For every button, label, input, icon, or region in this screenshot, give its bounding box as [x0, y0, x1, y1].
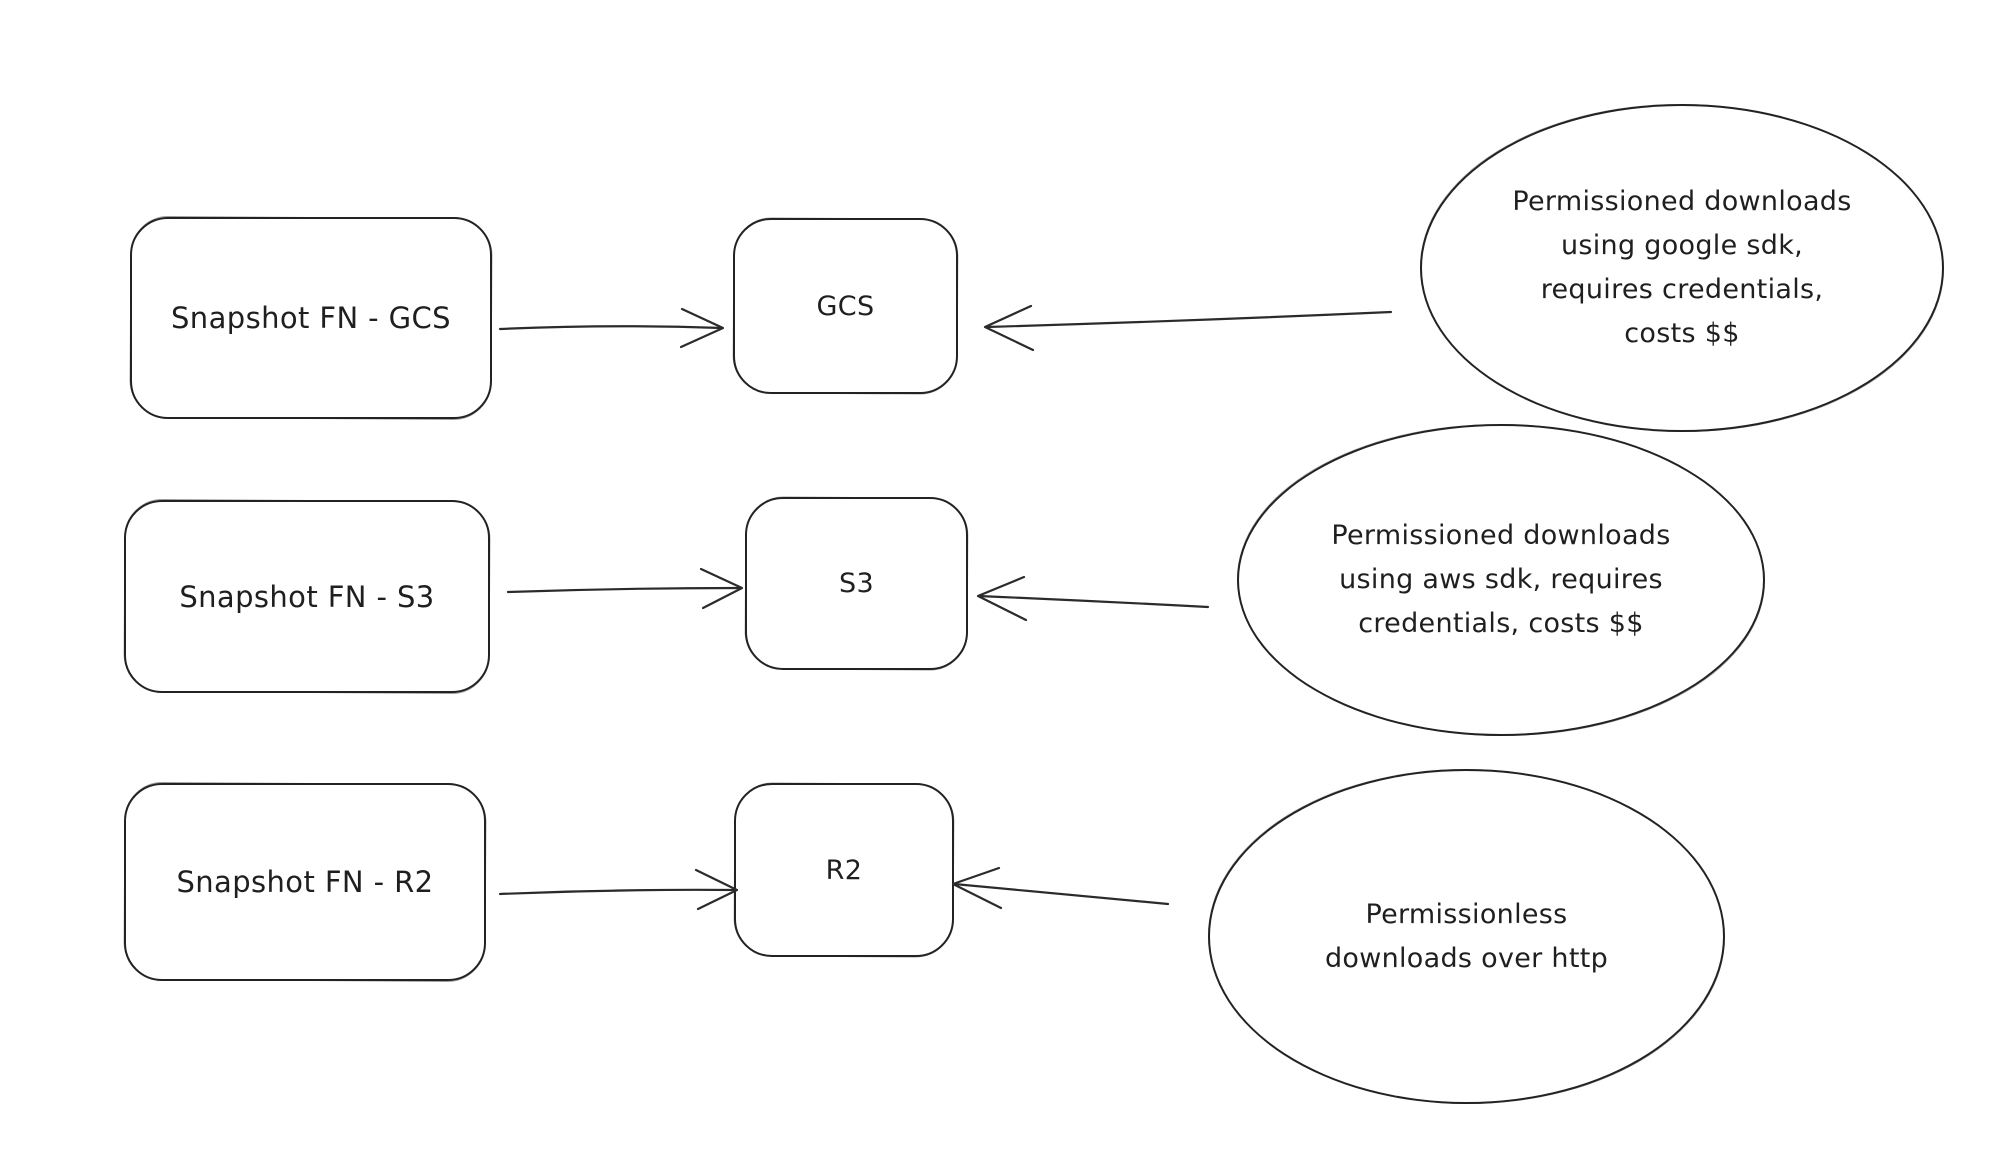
arrow-snapshot-s3-to-s3 — [506, 567, 744, 610]
arrow-note-r2-to-r2 — [951, 866, 1170, 910]
arrow-snapshot-gcs-to-gcs — [498, 307, 725, 349]
arrow-note-s3-to-s3 — [976, 575, 1210, 622]
note-ellipse-s3: Permissioned downloads using aws sdk, re… — [1237, 424, 1765, 736]
source-box-gcs-label: Snapshot FN - GCS — [171, 301, 451, 335]
storage-box-r2-label: R2 — [825, 854, 863, 886]
arrow-note-gcs-to-gcs — [983, 304, 1393, 352]
arrow-snapshot-r2-to-r2 — [498, 868, 739, 911]
source-box-gcs: Snapshot FN - GCS — [130, 217, 492, 419]
storage-box-gcs-label: GCS — [816, 290, 875, 322]
source-box-s3: Snapshot FN - S3 — [124, 500, 490, 693]
note-ellipse-gcs-text: Permissioned downloads using google sdk,… — [1512, 186, 1852, 349]
storage-box-gcs: GCS — [733, 218, 958, 394]
storage-box-r2: R2 — [734, 783, 954, 957]
note-ellipse-gcs: Permissioned downloads using google sdk,… — [1420, 104, 1944, 432]
note-ellipse-r2-text: Permissionless downloads over http — [1324, 898, 1609, 974]
storage-box-s3-label: S3 — [838, 568, 875, 599]
note-ellipse-s3-text: Permissioned downloads using aws sdk, re… — [1331, 520, 1671, 639]
source-box-r2-label: Snapshot FN - R2 — [176, 865, 434, 899]
source-box-s3-label: Snapshot FN - S3 — [179, 579, 435, 614]
note-ellipse-r2: Permissionless downloads over http — [1208, 769, 1725, 1104]
source-box-r2: Snapshot FN - R2 — [124, 783, 486, 981]
storage-box-s3: S3 — [745, 497, 968, 670]
